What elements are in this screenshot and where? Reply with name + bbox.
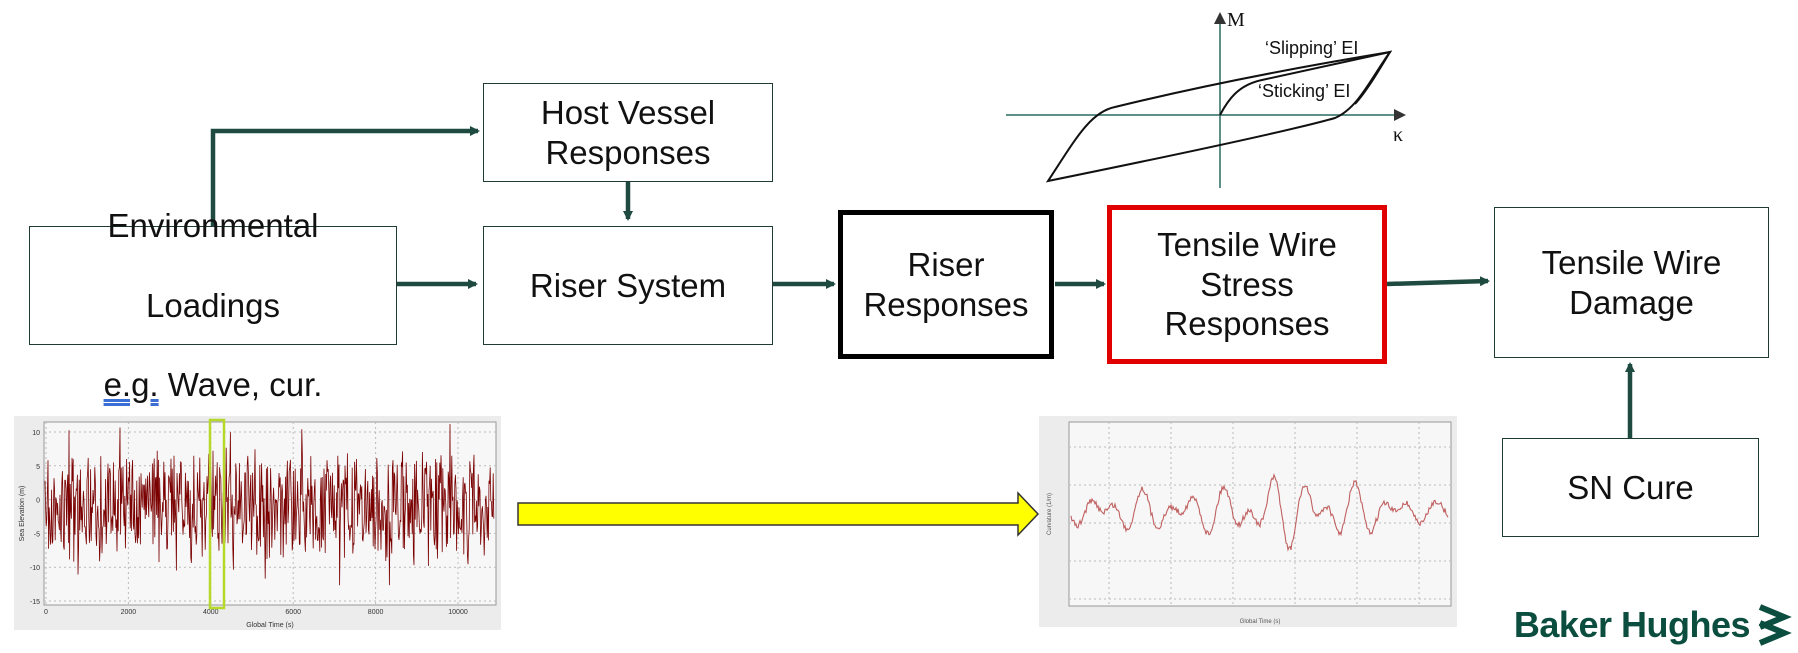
left-x-tick: 8000 [368, 609, 384, 616]
riser-responses-label: Riser Responses [863, 245, 1029, 323]
tensile-wire-stress-responses-label: Tensile Wire Stress Responses [1157, 226, 1337, 343]
host-vessel-responses-box: Host Vessel Responses [483, 83, 773, 182]
left-y-tick: 5 [36, 464, 40, 471]
arrow-env-to-host [210, 126, 480, 226]
hysteresis-inner-loop [1219, 50, 1393, 116]
wave-elevation-chart: 10 5 0 -5 -10 -15 0 2000 4000 6000 8000 10000Global… [19, 418, 497, 629]
left-x-label: Global Time (s) [246, 622, 293, 629]
right-y-label: Curvature (1/m) [1047, 493, 1053, 535]
yellow-arrow [517, 491, 1040, 537]
baker-hughes-logo-text: Baker Hughes [1513, 604, 1751, 645]
hysteresis-sketch [1006, 12, 1406, 188]
hysteresis-y-label: M [1227, 9, 1245, 31]
right-signal-line [1070, 473, 1449, 552]
right-x-label: Global Time (s) [1240, 619, 1281, 625]
baker-hughes-chevron-icon [1758, 604, 1792, 646]
left-y-tick: -10 [30, 565, 40, 572]
tensile-wire-stress-responses-box: Tensile Wire Stress Responses [1107, 205, 1387, 364]
hysteresis-x-label: κ [1393, 124, 1404, 146]
sticking-ei-label: ‘Sticking’ EI [1258, 81, 1351, 101]
left-y-tick: -15 [30, 599, 40, 606]
env-line-3: Wave, cur. [158, 365, 323, 403]
left-y-label: Sea Elevation (m) [19, 486, 26, 542]
riser-responses-box: Riser Responses [838, 210, 1054, 359]
environmental-loadings-box: Environmental Loadings e.g. Wave, cur. [29, 207, 397, 403]
riser-system-box: Riser System [483, 226, 773, 345]
tensile-wire-damage-box: Tensile Wire Damage [1494, 207, 1769, 358]
host-vessel-responses-label: Host Vessel Responses [540, 93, 716, 171]
left-x-tick: 2000 [121, 609, 137, 616]
left-x-tick: 0 [44, 609, 48, 616]
curvature-time-series-plot: Global Time (s) Curvature (1/m) [1039, 416, 1457, 627]
left-y-tick: 10 [32, 430, 40, 437]
sn-cure-label: SN Cure [1567, 468, 1694, 506]
highlight-window [208, 418, 226, 610]
left-y-tick: -5 [34, 531, 40, 538]
left-y-tick: 0 [36, 498, 40, 505]
env-line-2: Loadings [146, 286, 280, 324]
tensile-wire-damage-label: Tensile Wire Damage [1541, 243, 1722, 321]
left-x-tick: 6000 [285, 609, 301, 616]
environmental-loadings-label: Environmental Loadings e.g. Wave, cur. [104, 167, 323, 405]
env-eg-word: e.g. [103, 365, 159, 403]
left-x-tick: 10000 [448, 609, 468, 616]
left-signal-line [44, 423, 495, 586]
arrow-stress-to-damage [1386, 276, 1490, 287]
left-x-tick: 4000 [203, 609, 219, 616]
riser-system-label: Riser System [529, 266, 727, 304]
baker-hughes-logo: Baker Hughes [1514, 603, 1798, 647]
sn-cure-box: SN Cure [1502, 438, 1759, 537]
slipping-ei-label: ‘Slipping’ EI [1265, 38, 1359, 58]
env-line-1: Environmental [107, 207, 319, 245]
curvature-chart: Global Time (s) Curvature (1/m) [1047, 421, 1452, 625]
hysteresis-outer-loop [1045, 50, 1393, 183]
